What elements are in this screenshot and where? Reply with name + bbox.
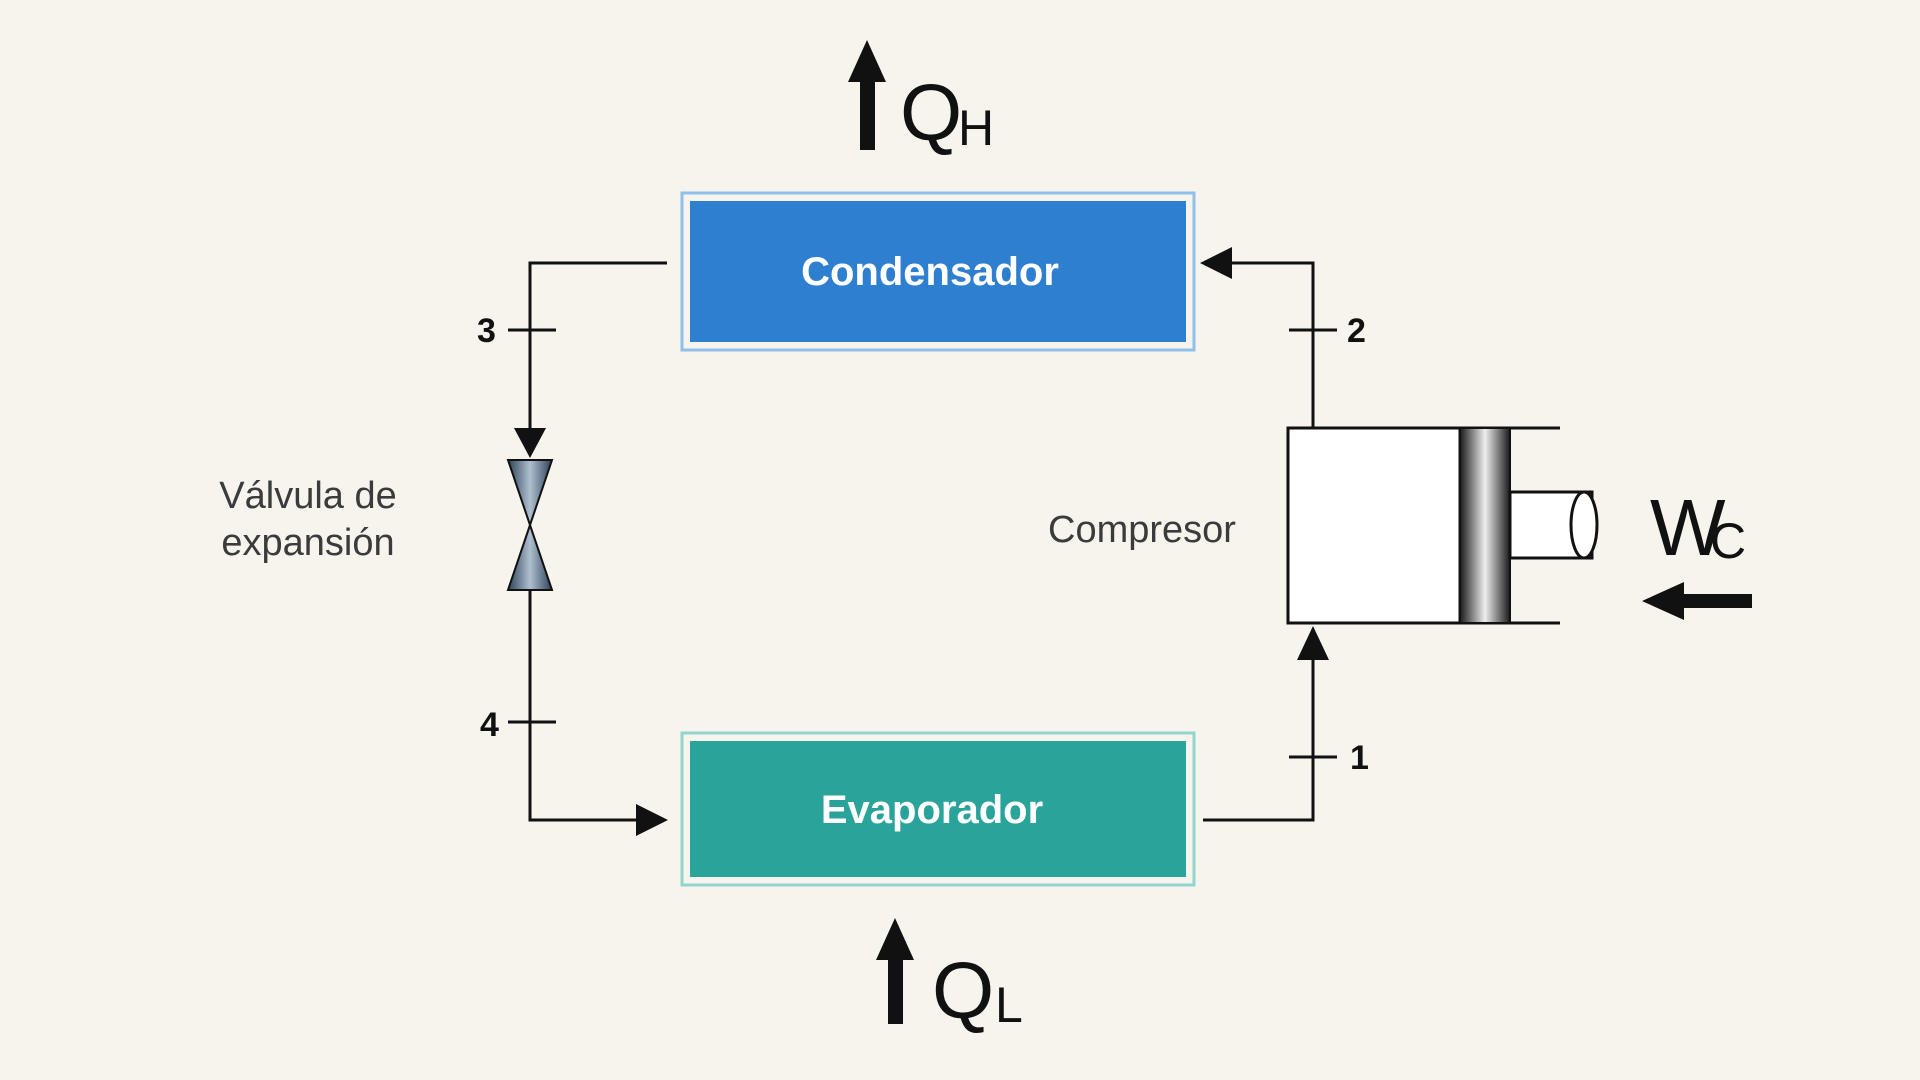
work-in-arrow-shaft: [1680, 594, 1752, 608]
valve-label-line1: Válvula de: [219, 475, 396, 517]
piston: [1459, 427, 1511, 624]
evaporator-body: [690, 741, 1186, 877]
condenser-label: Condensador: [801, 250, 1059, 294]
flow-arrow-into-evaporator: [636, 804, 668, 836]
work-in-indicator: W C: [1642, 483, 1752, 620]
valve-bottom-triangle: [506, 521, 554, 591]
compressor-label: Compresor: [1048, 509, 1236, 551]
pipe-valve-to-evaporator: [528, 590, 640, 822]
heat-in-arrow-head: [876, 918, 914, 960]
state-2-label: 2: [1347, 312, 1366, 350]
work-in-symbol: W: [1650, 483, 1726, 572]
heat-in-subscript: L: [995, 977, 1023, 1033]
cycle-piping: [508, 261, 1337, 822]
valve-label-line2: expansión: [221, 522, 394, 564]
heat-out-symbol: Q: [900, 68, 962, 157]
condenser-frame: [680, 191, 1196, 352]
condenser-body: [690, 201, 1186, 342]
state-4-label: 4: [480, 706, 499, 744]
evaporator-frame: [680, 731, 1196, 887]
pipe-condenser-to-valve: [528, 261, 667, 430]
flow-arrow-into-valve: [514, 428, 546, 458]
valve-top-triangle: [506, 459, 554, 529]
work-in-arrow-head: [1642, 582, 1684, 620]
heat-in-symbol: Q: [932, 946, 994, 1035]
evaporator-label: Evaporador: [821, 788, 1043, 832]
pipe-evaporator-to-compressor: [1203, 660, 1315, 822]
state-3-label: 3: [477, 312, 496, 350]
condenser: Condensador: [680, 191, 1196, 352]
work-in-subscript: C: [1710, 513, 1746, 569]
heat-out-arrow-head: [848, 40, 886, 82]
piston-rod-end: [1569, 490, 1599, 560]
flow-arrowheads: [514, 247, 1329, 836]
state-1-label: 1: [1350, 739, 1369, 777]
heat-out-indicator: Q H: [848, 40, 994, 157]
compressor: [1286, 426, 1599, 625]
evaporator: Evaporador: [680, 731, 1196, 887]
flow-arrow-into-condenser: [1200, 247, 1232, 279]
heat-out-subscript: H: [958, 100, 994, 156]
pipe-compressor-to-condenser: [1228, 261, 1315, 428]
expansion-valve: [506, 459, 554, 591]
heat-in-indicator: Q L: [876, 918, 1023, 1035]
heat-in-arrow-shaft: [888, 958, 903, 1024]
flow-arrow-into-compressor: [1297, 626, 1329, 660]
compressor-cylinder: [1286, 426, 1462, 625]
heat-out-arrow-shaft: [860, 80, 875, 150]
